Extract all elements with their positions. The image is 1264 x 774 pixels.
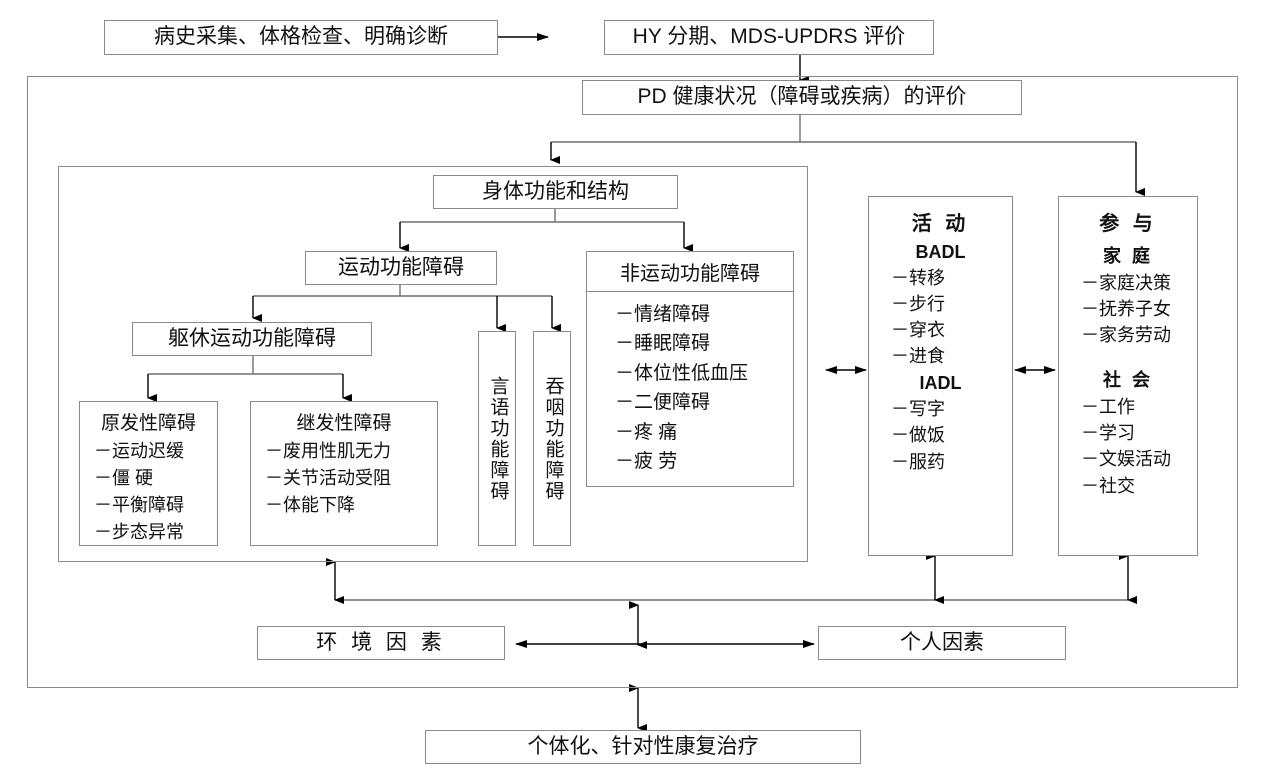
list-item-label: 社交	[1099, 475, 1135, 496]
list-item-label: 步态异常	[112, 522, 184, 542]
list-item-label: 运动迟缓	[112, 441, 184, 461]
list-item-label: 体能下降	[283, 495, 355, 515]
nonmotor-dysfunction-title: 非运动功能障碍	[587, 252, 793, 292]
list-item-label: 工作	[1099, 397, 1135, 418]
health-status-label: PD 健康状况（障碍或疾病）的评价	[637, 85, 967, 109]
list-item-label: 二便障碍	[634, 392, 711, 414]
list-item-label: 写字	[909, 399, 945, 420]
list-item-label: 进食	[909, 346, 945, 367]
primary-impairment-title: 原发性障碍	[100, 413, 196, 434]
list-item: －转移	[891, 268, 945, 288]
swallow-dysfunction-box[interactable]: 吞咽功能障碍	[533, 331, 571, 546]
list-item-label: 疼 痛	[634, 421, 678, 443]
list-item: －步行	[891, 294, 945, 315]
list-item-label: 穿衣	[909, 320, 945, 341]
list-item-label: 服药	[909, 451, 945, 472]
swallow-dysfunction-label: 吞咽功能障碍	[542, 375, 564, 502]
list-item: －关节活动受阻	[265, 468, 391, 488]
participation-column-box[interactable]: 参 与 家 庭 －家庭决策 －抚养子女 －家务劳动 社 会 －工作 －学习 －文…	[1058, 196, 1198, 556]
list-item: －步态异常	[94, 522, 184, 542]
list-item: －做饭	[891, 425, 945, 446]
personal-factors-label: 个人因素	[900, 630, 984, 654]
motor-dysfunction-label: 运动功能障碍	[338, 255, 464, 279]
hy-staging-label: HY 分期、MDS-UPDRS 评价	[632, 25, 906, 49]
list-item-label: 睡眠障碍	[634, 333, 711, 355]
list-item-label: 疲 劳	[634, 451, 678, 473]
list-item: －社交	[1081, 475, 1135, 496]
list-item: －废用性肌无力	[265, 441, 391, 461]
list-item-label: 平衡障碍	[112, 495, 184, 515]
history-assessment-box[interactable]: 病史采集、体格检查、明确诊断	[104, 20, 498, 55]
list-item-label: 废用性肌无力	[283, 441, 391, 461]
list-item: －情绪障碍	[615, 304, 711, 325]
list-item-label: 学习	[1099, 423, 1135, 444]
history-assessment-label: 病史采集、体格检查、明确诊断	[154, 25, 448, 49]
list-item: －疼 痛	[615, 421, 678, 443]
list-item: －进食	[891, 346, 945, 367]
environmental-factors-box[interactable]: 环 境 因 素	[257, 626, 505, 660]
badl-subheader: BADL	[915, 242, 966, 262]
list-item-label: 抚养子女	[1099, 299, 1171, 320]
speech-dysfunction-box[interactable]: 言语功能障碍	[478, 331, 516, 546]
hy-staging-box[interactable]: HY 分期、MDS-UPDRS 评价	[604, 20, 934, 55]
nonmotor-dysfunction-items: －情绪障碍 －睡眠障碍 －体位性低血压 －二便障碍 －疼 痛 －疲 劳	[587, 292, 793, 483]
rehab-treatment-box[interactable]: 个体化、针对性康复治疗	[425, 730, 861, 764]
list-item-label: 做饭	[909, 425, 945, 446]
nonmotor-dysfunction-box[interactable]: 非运动功能障碍 －情绪障碍 －睡眠障碍 －体位性低血压 －二便障碍 －疼 痛 －…	[586, 251, 794, 487]
trunk-motor-dysfunction-box[interactable]: 躯休运动功能障碍	[132, 322, 372, 356]
list-item: －体位性低血压	[615, 362, 749, 384]
list-item: －家庭决策	[1081, 273, 1171, 293]
environmental-factors-label: 环 境 因 素	[316, 630, 446, 654]
activity-header: 活 动	[911, 213, 970, 235]
iadl-subheader: IADL	[919, 373, 962, 394]
personal-factors-box[interactable]: 个人因素	[818, 626, 1066, 660]
speech-dysfunction-label: 言语功能障碍	[487, 375, 509, 502]
list-item: －疲 劳	[615, 451, 678, 473]
participation-header: 参 与	[1099, 213, 1157, 235]
list-item-label: 僵 硬	[112, 468, 154, 488]
trunk-motor-dysfunction-label: 躯休运动功能障碍	[168, 326, 336, 350]
activity-column-box[interactable]: 活 动 BADL －转移 －步行 －穿衣 －进食 IADL －写字 －做饭 －服…	[868, 196, 1013, 556]
list-item: －写字	[891, 399, 945, 420]
rehab-treatment-label: 个体化、针对性康复治疗	[527, 734, 759, 758]
family-subheader: 家 庭	[1102, 246, 1153, 266]
list-item-label: 情绪障碍	[634, 304, 711, 325]
icf-outer-container	[27, 76, 1238, 688]
secondary-impairment-box[interactable]: 继发性障碍 －废用性肌无力 －关节活动受阻 －体能下降	[250, 401, 438, 546]
list-item: －学习	[1081, 423, 1135, 444]
list-item: －僵 硬	[94, 468, 154, 488]
list-item: －睡眠障碍	[615, 333, 711, 355]
list-item: －服药	[891, 451, 945, 472]
list-item: －平衡障碍	[94, 495, 184, 515]
list-item: －家务劳动	[1081, 325, 1171, 346]
body-function-structure-label: 身体功能和结构	[482, 179, 629, 203]
primary-impairment-box[interactable]: 原发性障碍 －运动迟缓 －僵 硬 －平衡障碍 －步态异常	[79, 401, 218, 546]
list-item: －抚养子女	[1081, 299, 1171, 320]
list-item: －体能下降	[265, 495, 355, 515]
list-item: －穿衣	[891, 320, 945, 341]
list-item-label: 关节活动受阻	[283, 468, 391, 488]
list-item: －运动迟缓	[94, 441, 184, 461]
secondary-impairment-title: 继发性障碍	[296, 413, 392, 434]
body-function-structure-container	[58, 166, 808, 562]
list-item-label: 家庭决策	[1099, 273, 1171, 293]
list-item-label: 步行	[909, 294, 945, 315]
society-subheader: 社 会	[1102, 370, 1153, 391]
primary-impairment-items: －运动迟缓 －僵 硬 －平衡障碍 －步态异常	[80, 438, 217, 546]
list-item: －二便障碍	[615, 392, 711, 414]
list-item-label: 文娱活动	[1099, 449, 1171, 470]
list-item-label: 体位性低血压	[634, 362, 749, 384]
list-item: －工作	[1081, 397, 1135, 418]
secondary-impairment-items: －废用性肌无力 －关节活动受阻 －体能下降	[251, 438, 437, 519]
body-function-structure-box[interactable]: 身体功能和结构	[433, 175, 678, 209]
health-status-box[interactable]: PD 健康状况（障碍或疾病）的评价	[582, 80, 1022, 115]
motor-dysfunction-box[interactable]: 运动功能障碍	[305, 251, 497, 285]
list-item-label: 转移	[909, 268, 945, 288]
list-item: －文娱活动	[1081, 449, 1171, 470]
list-item-label: 家务劳动	[1099, 325, 1171, 346]
